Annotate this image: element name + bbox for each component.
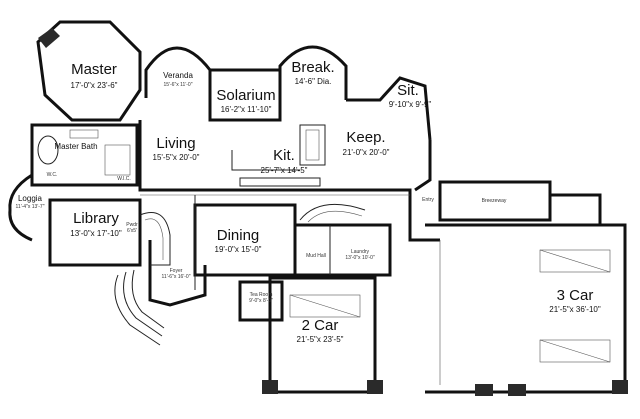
grand-stair-inner [307, 210, 363, 223]
tea-room-wall [238, 280, 284, 322]
three-car-bay-mark-1 [539, 249, 611, 273]
keeping-dim: 21'-0"x 20'-0" [343, 148, 390, 157]
three-car-bay-mark-1-diag [539, 249, 611, 273]
garage-door-marks [289, 240, 611, 385]
library-wall [48, 198, 142, 267]
library-stair-inner [144, 218, 164, 260]
three-car-pier-2 [508, 384, 526, 396]
wic-label: W.I.C. [117, 176, 131, 182]
loggia-dim: 11'-4"x 13'-7" [16, 204, 45, 210]
three-car-dim: 21'-5"x 36'-10" [549, 305, 601, 314]
kitchen-counter-l [231, 150, 300, 171]
sitting-label: Sit. [397, 82, 419, 99]
vanity [69, 129, 99, 139]
interior-details [37, 124, 611, 385]
two-car-bay-mark-1-diag [289, 294, 361, 318]
three-car-label: 3 Car [557, 287, 594, 304]
kitchen-dim: 25'-7"x 14'-5" [261, 166, 308, 175]
keep-east-wall [414, 140, 432, 192]
entry-steps-inner [131, 269, 165, 329]
kitchen-back-counter [239, 177, 321, 187]
keeping-label: Keep. [346, 129, 385, 146]
solarium-label: Solarium [216, 87, 275, 104]
breezeway-wall [438, 180, 552, 222]
veranda-dim: 15'-6"x 11'-0" [164, 82, 193, 88]
tea-room-label: Tea Room [250, 292, 273, 298]
master-bath-label: Master Bath [54, 142, 97, 151]
two-car-label: 2 Car [302, 317, 339, 334]
three-car-pier-1 [475, 384, 493, 396]
loggia-label: Loggia [18, 194, 43, 203]
three-car-pier-3 [612, 380, 628, 394]
three-car-bay-mark-2-diag [539, 339, 611, 363]
breakfast-wall [278, 45, 348, 100]
living-dim: 15'-5"x 20'-0" [153, 153, 200, 162]
dining-dim: 19'-0"x 15'-0" [215, 245, 262, 254]
loggia-wall [8, 173, 33, 242]
three-car-bay-mark-2 [539, 339, 611, 363]
two-car-pier-left [262, 380, 278, 394]
two-car-pier-right [367, 380, 383, 394]
living-label: Living [156, 135, 195, 152]
breezeway-label: Breezeway [482, 198, 507, 204]
master-bath-wall [30, 123, 139, 187]
entry-steps-mid [123, 271, 163, 337]
veranda-label: Veranda [163, 71, 193, 80]
laundry-label: Laundry [351, 249, 370, 255]
dining-label: Dining [217, 227, 260, 244]
entry-label: Entry [422, 197, 434, 203]
foyer-wall [148, 240, 207, 307]
tea-room-dim: 9'-0"x 8'-0" [249, 298, 273, 304]
sitting-wall [346, 76, 432, 141]
breakfast-label: Break. [291, 59, 334, 76]
wc-label: W.C. [47, 172, 58, 178]
two-car-bay-mark-1 [289, 294, 361, 318]
entry-steps-outer [114, 274, 161, 346]
kitchen-island-top [305, 129, 320, 161]
powder-dim: 6'x5' [127, 228, 137, 234]
sitting-dim: 9'-10"x 9'-9" [389, 100, 432, 109]
powder-label: Pwdr [126, 222, 138, 228]
bathtub [37, 135, 59, 165]
library-dim: 13'-0"x 17'-10" [70, 229, 122, 238]
laundry-dim: 13'-0"x 10'-0" [345, 255, 375, 261]
laundry-block-wall [293, 223, 392, 277]
mud-hall-label: Mud Hall [306, 253, 326, 259]
stair-tower-wall [550, 193, 602, 225]
master-corner-block [38, 28, 60, 48]
foyer-dim: 11'-6"x 16'-0" [162, 274, 191, 280]
main-body-wall [138, 120, 440, 242]
master-wall [36, 20, 142, 122]
exterior-walls [8, 20, 628, 396]
room-labels: Master 17'-0"x 23'-6" Veranda 15'-6"x 11… [16, 59, 601, 344]
two-car-dim: 21'-5"x 23'-5" [297, 335, 344, 344]
breakfast-dim: 14'-6" Dia. [295, 77, 332, 86]
grand-stair-outer [299, 203, 366, 221]
kitchen-label: Kit. [273, 147, 295, 164]
master-dim: 17'-0"x 23'-6" [71, 81, 118, 90]
kitchen-island [299, 124, 326, 166]
wic-closet [104, 144, 131, 176]
library-stair [139, 212, 171, 266]
foyer-label: Foyer [170, 268, 183, 274]
master-label: Master [71, 61, 117, 78]
library-label: Library [73, 210, 119, 227]
solarium-dim: 16'-2"x 11'-10" [221, 105, 272, 114]
veranda-wall [144, 46, 212, 98]
